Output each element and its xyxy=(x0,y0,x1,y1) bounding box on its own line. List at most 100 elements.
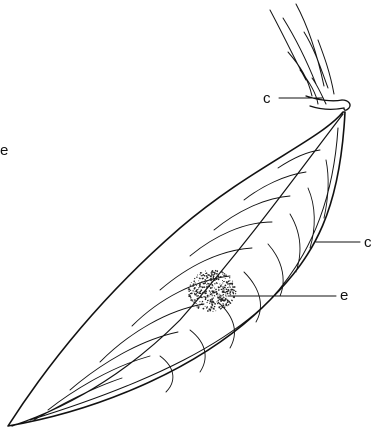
stipple-dot xyxy=(190,290,191,291)
stipple-dot xyxy=(200,282,201,283)
stipple-dot xyxy=(205,306,206,307)
stipple-dot xyxy=(209,310,211,312)
stipple-dot xyxy=(200,296,202,298)
stipple-dot xyxy=(207,302,208,303)
stipple-dot xyxy=(191,282,192,283)
stipple-dot xyxy=(212,295,213,296)
label-leaf-edge: c xyxy=(364,235,372,250)
stipple-dot xyxy=(207,310,209,312)
stipple-dot xyxy=(190,297,192,299)
stipple-dot xyxy=(235,291,236,292)
stipple-dot xyxy=(235,293,236,294)
stipple-dot xyxy=(198,289,199,290)
stipple-dot xyxy=(218,287,220,289)
fingers-sketch xyxy=(270,4,334,104)
stipple-dot xyxy=(216,278,217,279)
stipple-dot xyxy=(216,282,217,283)
stipple-dot xyxy=(217,295,218,296)
stipple-dot xyxy=(225,278,226,279)
stipple-dot xyxy=(217,283,218,284)
stipple-dot xyxy=(229,293,230,294)
stipple-dot xyxy=(211,282,213,284)
stipple-dot xyxy=(208,286,210,288)
stipple-dot xyxy=(206,284,207,285)
stipple-dot xyxy=(213,276,214,277)
stipple-dot xyxy=(194,278,195,279)
stipple-dot xyxy=(222,286,224,288)
stipple-dot xyxy=(222,303,223,304)
stipple-dot xyxy=(233,290,235,292)
stipple-dot xyxy=(203,308,205,310)
stipple-dot xyxy=(211,308,212,309)
stipple-dot xyxy=(202,304,203,305)
stipple-dot xyxy=(219,283,220,284)
stipple-dot xyxy=(194,282,195,283)
stipple-dot xyxy=(196,291,197,292)
stipple-dot xyxy=(233,293,234,294)
stipple-dot xyxy=(217,303,218,304)
stipple-dot xyxy=(210,301,212,303)
stipple-dot xyxy=(202,278,204,280)
stipple-dot xyxy=(204,282,206,284)
stipple-dot xyxy=(213,308,214,309)
stipple-dot xyxy=(197,289,198,290)
stipple-dot xyxy=(218,289,220,291)
stipple-dot xyxy=(232,281,233,282)
stipple-dot xyxy=(196,303,197,304)
stipple-dot xyxy=(225,304,226,305)
stipple-dot xyxy=(214,288,215,289)
label-stem: c xyxy=(263,91,271,106)
stipple-dot xyxy=(229,291,231,293)
stipple-dot xyxy=(210,287,211,288)
stipple-dot xyxy=(232,289,234,291)
stipple-dot xyxy=(201,275,202,276)
stipple-dot xyxy=(223,281,224,282)
stipple-dot xyxy=(215,271,216,272)
stipple-dot xyxy=(227,293,229,295)
stipple-dot xyxy=(213,301,214,302)
stipple-dot xyxy=(215,289,217,291)
stipple-dot xyxy=(207,306,208,307)
stipple-dot xyxy=(210,306,211,307)
stipple-dot xyxy=(220,306,221,307)
stipple-dot xyxy=(227,301,229,303)
stipple-dot xyxy=(191,292,193,294)
stipple-dot xyxy=(206,277,207,278)
leaf-rim xyxy=(30,128,338,420)
stipple-dot xyxy=(213,274,214,275)
stipple-dot xyxy=(206,280,208,282)
stipple-dot xyxy=(214,292,215,293)
stipple-dot xyxy=(221,271,223,273)
stipple-dot xyxy=(206,275,208,277)
stipple-dot xyxy=(231,282,233,284)
stipple-dot xyxy=(215,310,216,311)
stipple-dot xyxy=(203,286,204,287)
stipple-dot xyxy=(224,300,226,302)
stipple-dot xyxy=(209,296,210,297)
stipple-dot xyxy=(229,280,230,281)
stipple-dot xyxy=(224,287,226,289)
stipple-dot xyxy=(200,289,202,291)
stipple-dot xyxy=(233,297,234,298)
stipple-dot xyxy=(224,306,225,307)
stipple-dot xyxy=(196,293,197,294)
stipple-dot xyxy=(219,303,220,304)
stipple-dot xyxy=(188,288,190,290)
stipple-dot xyxy=(198,306,200,308)
stipple-dot xyxy=(212,311,213,312)
stipple-dot xyxy=(206,286,207,287)
stipple-dot xyxy=(228,304,230,306)
stipple-dot xyxy=(218,300,219,301)
stipple-dot xyxy=(214,279,216,281)
stipple-dot xyxy=(214,274,215,275)
stipple-dot xyxy=(199,301,200,302)
stipple-dot xyxy=(220,301,221,302)
stipple-dot xyxy=(204,279,206,281)
stipple-dot xyxy=(210,294,211,295)
stipple-dot xyxy=(214,303,215,304)
stipple-dot xyxy=(198,292,200,294)
stipple-dot xyxy=(197,298,199,300)
stipple-dot xyxy=(214,283,215,284)
stipple-dot xyxy=(190,299,191,300)
stipple-dot xyxy=(188,290,190,292)
